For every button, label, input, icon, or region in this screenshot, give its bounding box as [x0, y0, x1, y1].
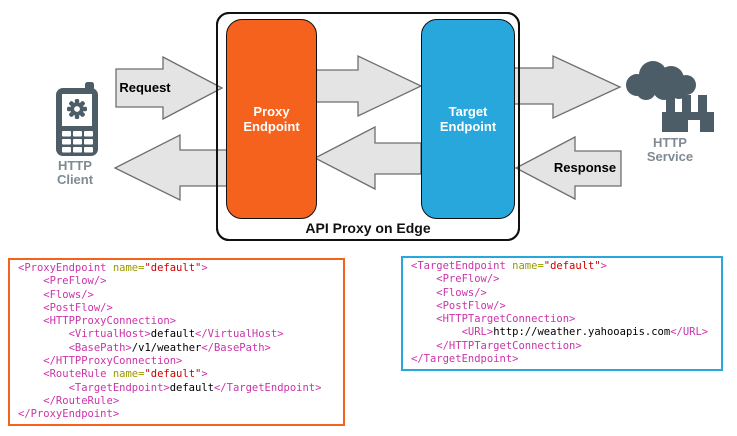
target-to-service-arrow [512, 54, 622, 120]
code-line: <ProxyEndpoint name="default"> [18, 262, 208, 274]
code-line: </ProxyEndpoint> [18, 408, 120, 421]
proxy-endpoint-box: Proxy Endpoint [226, 19, 317, 219]
code-line: <TargetEndpoint>default</TargetEndpoint> [18, 381, 322, 394]
code-line: </TargetEndpoint> [411, 353, 519, 366]
code-line: </HTTPProxyConnection> [18, 355, 183, 368]
code-line: <PostFlow/> [18, 301, 113, 314]
code-line: <HTTPProxyConnection> [18, 315, 177, 328]
proxy-endpoint-xml-snippet: <ProxyEndpoint name="default"> <PreFlow/… [8, 258, 345, 426]
code-line: <BasePath>/v1/weather</BasePath> [18, 341, 271, 354]
gear-icon [67, 99, 87, 119]
code-line: <RouteRule name="default"> [18, 368, 208, 381]
code-line: </HTTPTargetConnection> [411, 339, 582, 352]
proxy-to-client-arrow [113, 133, 229, 202]
request-label: Request [119, 80, 171, 95]
code-line: <HTTPTargetConnection> [411, 313, 576, 326]
http-service-label: HTTP Service [646, 135, 694, 164]
code-line: <VirtualHost>default</VirtualHost> [18, 328, 284, 341]
request-arrow [115, 55, 224, 121]
code-line: <Flows/> [18, 288, 94, 301]
target-to-proxy-arrow [313, 125, 422, 191]
http-client-phone-icon [56, 82, 98, 156]
code-line: <URL>http://weather.yahooapis.com</URL> [411, 326, 709, 339]
http-service-factory-icon [626, 61, 714, 132]
response-label: Response [553, 160, 617, 175]
code-line: <PreFlow/> [18, 275, 107, 288]
code-line: <Flows/> [411, 286, 487, 299]
code-line: <PreFlow/> [411, 273, 500, 286]
target-endpoint-xml-snippet: <TargetEndpoint name="default"> <PreFlow… [401, 256, 723, 371]
code-line: <PostFlow/> [411, 299, 506, 312]
smoke-cloud-icon [626, 61, 696, 100]
flow-arrows [113, 54, 622, 202]
code-line: </RouteRule> [18, 394, 120, 407]
target-endpoint-box: Target Endpoint [421, 19, 515, 219]
code-line: <TargetEndpoint name="default"> [411, 260, 607, 272]
http-client-label: HTTP Client [56, 158, 94, 187]
proxy-to-target-arrow [314, 54, 423, 118]
response-arrow [514, 135, 622, 201]
